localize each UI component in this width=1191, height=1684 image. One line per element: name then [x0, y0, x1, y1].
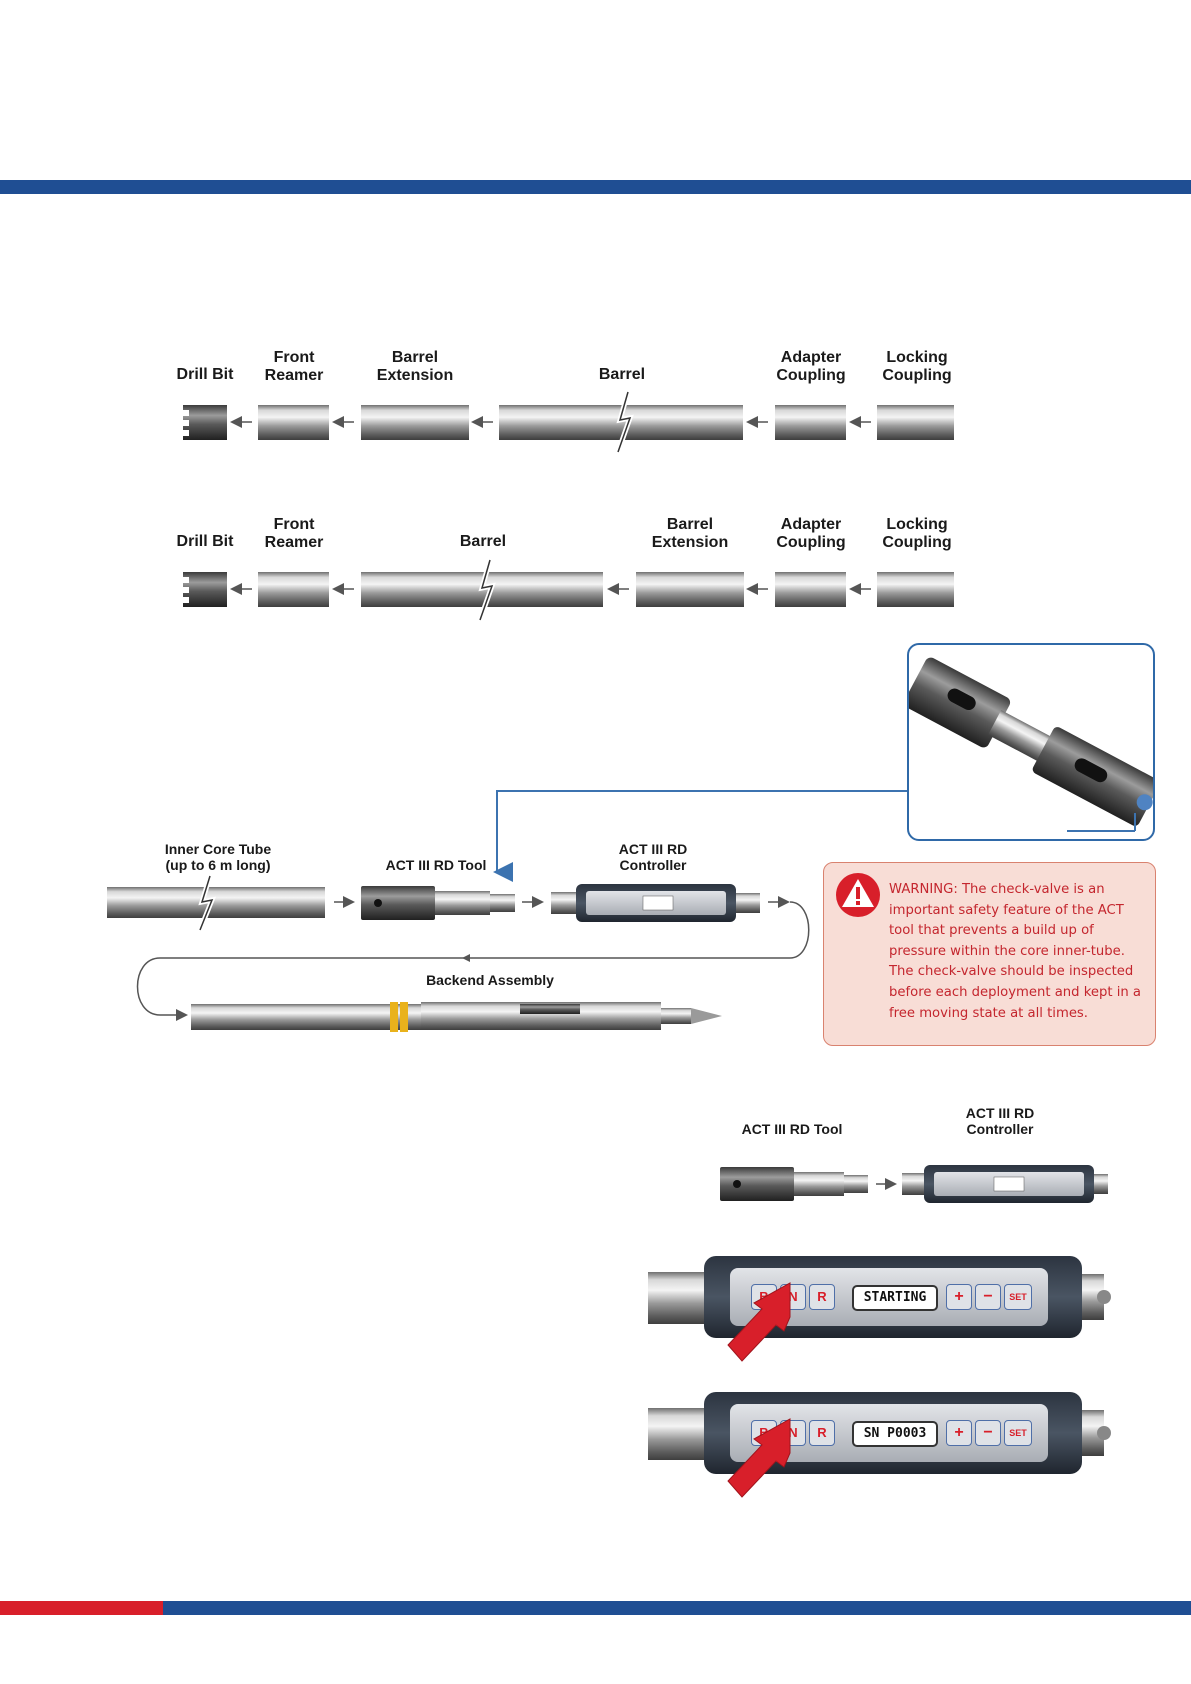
- connection-controller: [902, 1165, 1108, 1203]
- button-plus-2[interactable]: +: [946, 1420, 972, 1446]
- label-act-tool: ACT III RD Tool: [385, 857, 487, 873]
- barrel-2: [361, 559, 603, 621]
- locking-coupling-2: [877, 572, 954, 607]
- warning-prefix: WARNING:: [889, 882, 958, 897]
- controller-small: [551, 884, 760, 922]
- drill-bit-1: [183, 405, 227, 440]
- button-r-1[interactable]: R: [809, 1284, 835, 1310]
- button-set-1[interactable]: SET: [1004, 1284, 1032, 1310]
- locking-coupling-1: [877, 405, 954, 440]
- controller-display-1: STARTING: [852, 1285, 938, 1311]
- warning-triangle-icon: [836, 873, 880, 917]
- check-valve-inset: [907, 643, 1155, 841]
- label-barrel-2: Barrel: [459, 533, 507, 550]
- label-drill-bit-1: Drill Bit: [176, 366, 234, 383]
- loop-arrow: [136, 901, 810, 1021]
- label-barrel-1: Barrel: [598, 366, 646, 383]
- label-connection-act-tool: ACT III RD Tool: [741, 1121, 843, 1137]
- connection-act-tool: [720, 1167, 868, 1201]
- button-plus-1[interactable]: +: [946, 1284, 972, 1310]
- warning-text: WARNING: The check-valve is an important…: [889, 880, 1149, 1024]
- front-reamer-2: [258, 572, 329, 607]
- button-minus-2[interactable]: −: [975, 1420, 1001, 1446]
- warning-box: WARNING: The check-valve is an important…: [823, 862, 1156, 1046]
- barrel-extension-2: [636, 572, 744, 607]
- button-r-2[interactable]: R: [809, 1420, 835, 1446]
- adapter-coupling-2: [775, 572, 846, 607]
- button-minus-1[interactable]: −: [975, 1284, 1001, 1310]
- act-tool: [361, 886, 515, 920]
- adapter-coupling-1: [775, 405, 846, 440]
- label-inner-core-tube: Inner Core Tube(up to 6 m long): [164, 841, 272, 873]
- backend-assembly: [191, 1002, 722, 1032]
- footer-blue-bar: [163, 1601, 1191, 1615]
- inner-core-tube: [107, 875, 325, 931]
- button-set-2[interactable]: SET: [1004, 1420, 1032, 1446]
- front-reamer-1: [258, 405, 329, 440]
- barrel-1: [499, 391, 743, 453]
- header-blue-bar: [0, 180, 1191, 194]
- label-backend-assembly: Backend Assembly: [426, 972, 554, 988]
- footer-red-bar: [0, 1601, 163, 1615]
- label-drill-bit-2: Drill Bit: [176, 533, 234, 550]
- drill-bit-2: [183, 572, 227, 607]
- controller-display-2: SN P0003: [852, 1421, 938, 1447]
- warning-body: The check-valve is an important safety f…: [889, 882, 1142, 1021]
- controller-closeup-1: B N R STARTING + − SET: [646, 1252, 1116, 1342]
- barrel-extension-1: [361, 405, 469, 440]
- check-valve-tool-illustration: [909, 657, 1153, 832]
